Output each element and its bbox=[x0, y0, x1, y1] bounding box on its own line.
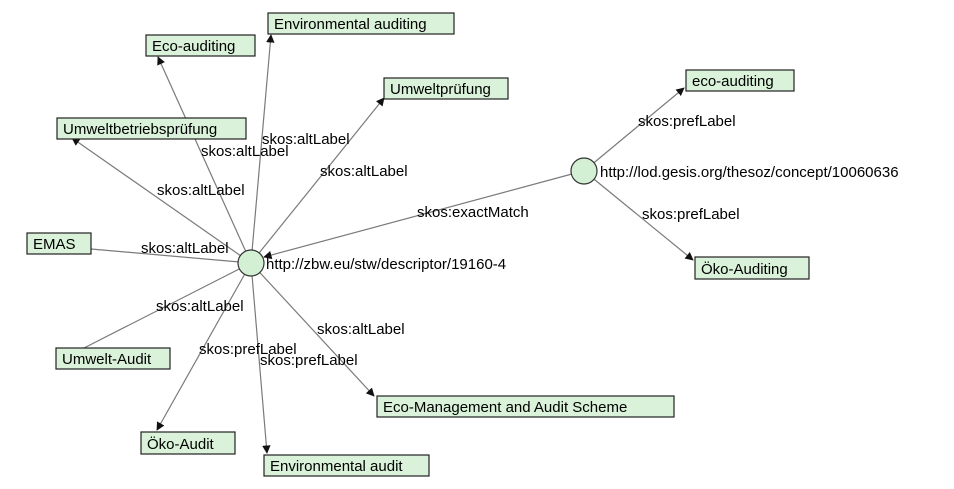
edge-label-alt-emas-full: skos:altLabel bbox=[317, 321, 405, 338]
literal-environmental-auditing: Environmental auditing bbox=[267, 12, 455, 35]
svg-text:Umwelt-Audit: Umwelt-Audit bbox=[62, 351, 152, 368]
literal-oeko-auditing: Öko-Auditing bbox=[694, 256, 810, 280]
edge-label-alt-emas: skos:altLabel bbox=[141, 240, 229, 257]
literal-umweltbetriebspruefung: Umweltbetriebsprüfung bbox=[56, 117, 247, 140]
edge-label-alt-eco-auditing: skos:altLabel bbox=[201, 143, 289, 160]
edge-alt-emas bbox=[90, 248, 252, 264]
literal-environmental-audit: Environmental audit bbox=[263, 454, 430, 477]
literal-umwelt-audit: Umwelt-Audit bbox=[55, 347, 171, 370]
svg-text:Environmental auditing: Environmental auditing bbox=[274, 16, 427, 33]
edge-label-alt-env-auditing: skos:altLabel bbox=[262, 131, 350, 148]
edge-alt-env-auditing bbox=[250, 34, 275, 264]
edge-pref-oeko-audit bbox=[156, 262, 252, 431]
svg-text:Öko-Auditing: Öko-Auditing bbox=[701, 260, 788, 278]
svg-text:Environmental audit: Environmental audit bbox=[270, 458, 403, 475]
edge-alt-umweltpruefung bbox=[250, 97, 385, 264]
edge-alt-umweltbetriebspruefung bbox=[71, 137, 252, 264]
literal-umweltpruefung: Umweltprüfung bbox=[383, 77, 509, 100]
edge-alt-eco-auditing bbox=[157, 56, 252, 264]
edge-pref-env-audit bbox=[250, 262, 271, 454]
edge-alt-umwelt-audit bbox=[83, 262, 252, 349]
edge-label-exact-match: skos:exactMatch bbox=[417, 204, 529, 221]
literal-emas: EMAS bbox=[26, 232, 92, 255]
svg-text:Eco-auditing: Eco-auditing bbox=[152, 38, 235, 55]
edge-exact-match bbox=[263, 173, 573, 260]
svg-text:Umweltprüfung: Umweltprüfung bbox=[390, 81, 491, 98]
literal-eco-auditing: Eco-auditing bbox=[145, 34, 256, 57]
node-stw-descriptor: http://zbw.eu/stw/descriptor/19160-4 bbox=[237, 249, 506, 277]
svg-text:Eco-Management and Audit Schem: Eco-Management and Audit Scheme bbox=[383, 399, 627, 416]
literal-oeko-audit: Öko-Audit bbox=[140, 431, 236, 455]
svg-text:Umweltbetriebsprüfung: Umweltbetriebsprüfung bbox=[63, 121, 217, 138]
svg-text:eco-auditing: eco-auditing bbox=[692, 73, 774, 90]
node-gesis-concept: http://lod.gesis.org/thesoz/concept/1006… bbox=[570, 157, 899, 185]
edge-pref-oeko-auditing bbox=[583, 170, 694, 261]
edge-label-pref-oeko-audit: skos:prefLabel bbox=[199, 341, 297, 358]
edge-label-alt-umweltbetriebspruefung: skos:altLabel bbox=[157, 182, 245, 199]
edge-label-pref-eco-auditing: skos:prefLabel bbox=[638, 113, 736, 130]
edge-alt-emas-full bbox=[250, 262, 375, 397]
svg-text:http://zbw.eu/stw/descriptor/1: http://zbw.eu/stw/descriptor/19160-4 bbox=[266, 256, 506, 273]
literal-eco-auditing-lower: eco-auditing bbox=[685, 69, 795, 92]
edge-label-alt-umwelt-audit: skos:altLabel bbox=[156, 298, 244, 315]
svg-text:Öko-Audit: Öko-Audit bbox=[147, 435, 215, 453]
edge-pref-eco-auditing bbox=[583, 87, 685, 172]
edge-label-pref-env-audit: skos:prefLabel bbox=[260, 352, 358, 369]
svg-text:EMAS: EMAS bbox=[33, 236, 76, 253]
svg-text:http://lod.gesis.org/thesoz/co: http://lod.gesis.org/thesoz/concept/1006… bbox=[600, 164, 899, 181]
edge-label-alt-umweltpruefung: skos:altLabel bbox=[320, 163, 408, 180]
literal-eco-management-and-audit-scheme: Eco-Management and Audit Scheme bbox=[376, 395, 675, 418]
edge-label-pref-oeko-auditing: skos:prefLabel bbox=[642, 206, 740, 223]
